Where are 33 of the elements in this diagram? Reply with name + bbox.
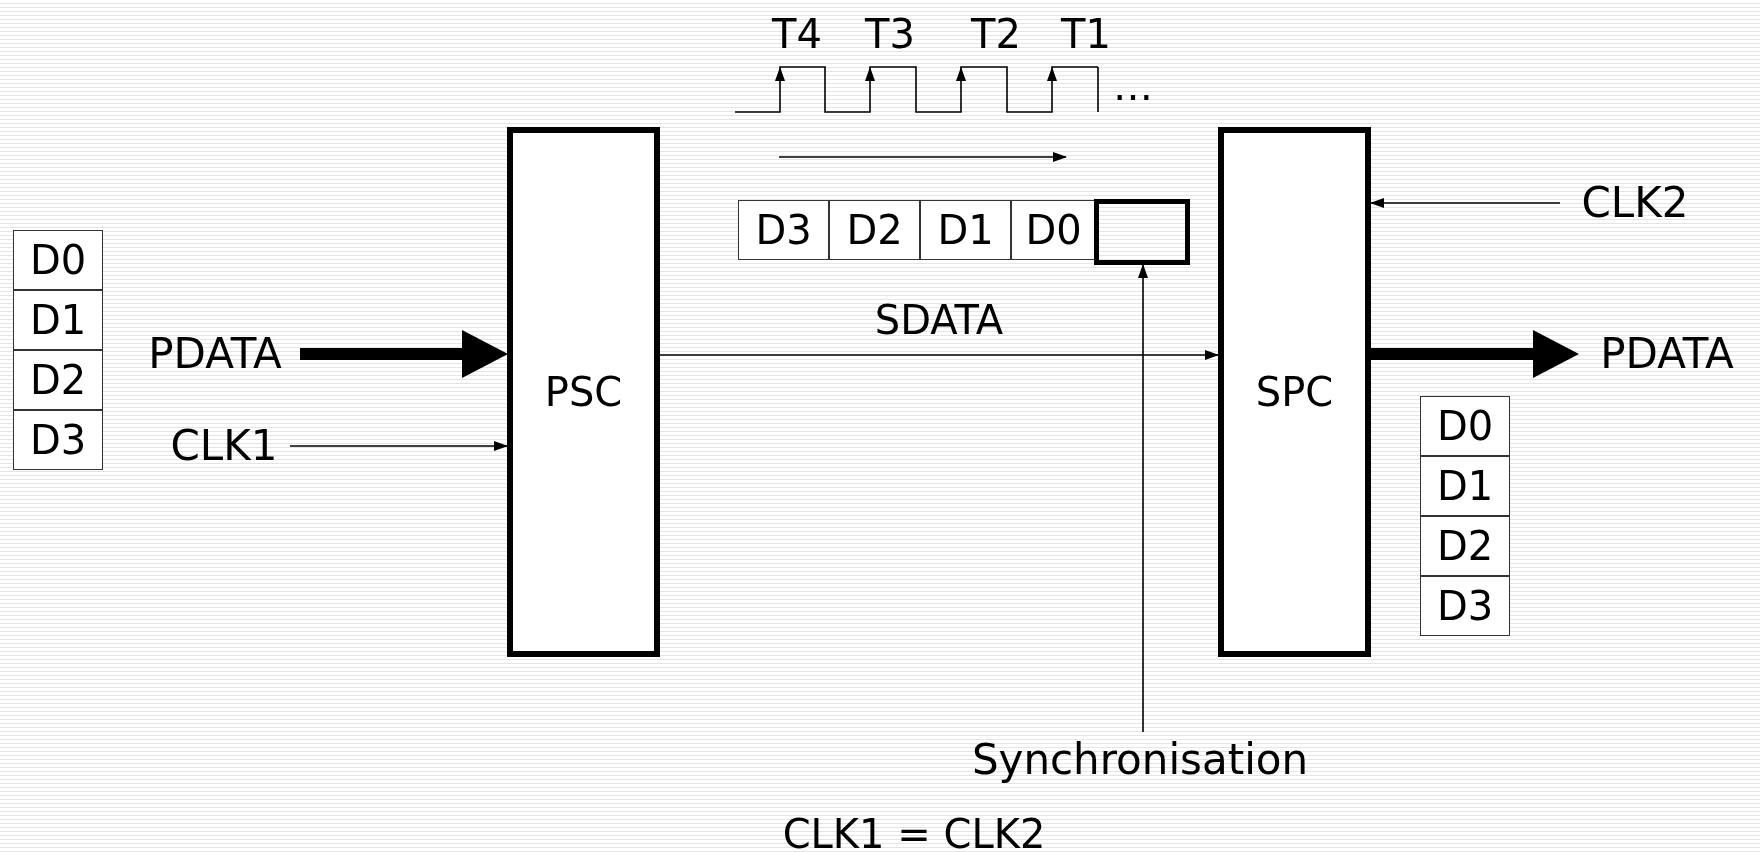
data-cell: D1 [13, 290, 103, 350]
signal-label: CLK2 [1560, 175, 1710, 231]
data-cell: D3 [13, 410, 103, 470]
data-cell: D1 [920, 200, 1011, 260]
converter-block: PSC [507, 127, 660, 657]
arrow [1371, 330, 1579, 378]
converter-block: SPC [1218, 127, 1371, 657]
note: CLK1 = CLK2 [782, 814, 1046, 852]
arrow [1370, 198, 1561, 208]
arrow [300, 330, 508, 378]
data-cell: D3 [1420, 576, 1510, 636]
data-cell: D3 [738, 200, 829, 260]
data-cell: D1 [1420, 456, 1510, 516]
clock-tick-label: T3 [865, 14, 915, 54]
clock-tick-label: T4 [772, 14, 822, 54]
data-cell: D2 [1420, 516, 1510, 576]
signal-label: CLK1 [158, 418, 290, 474]
arrow [659, 350, 1219, 360]
signal-label: Synchronisation [940, 732, 1340, 788]
arrow [289, 441, 508, 451]
data-cell: D2 [13, 350, 103, 410]
signal-label: PDATA [1578, 325, 1756, 383]
data-cell: D2 [829, 200, 920, 260]
sync-slot [1094, 199, 1190, 265]
data-cell: D0 [1011, 200, 1096, 260]
data-cell: D0 [13, 230, 103, 290]
data-cell: D0 [1420, 396, 1510, 456]
arrow [1138, 264, 1148, 733]
edge-label: SDATA [873, 300, 1005, 340]
clock-tick-label: T1 [1061, 14, 1111, 54]
signal-label: PDATA [130, 325, 300, 383]
ellipsis: … [1113, 66, 1153, 106]
clock-tick-label: T2 [971, 14, 1021, 54]
